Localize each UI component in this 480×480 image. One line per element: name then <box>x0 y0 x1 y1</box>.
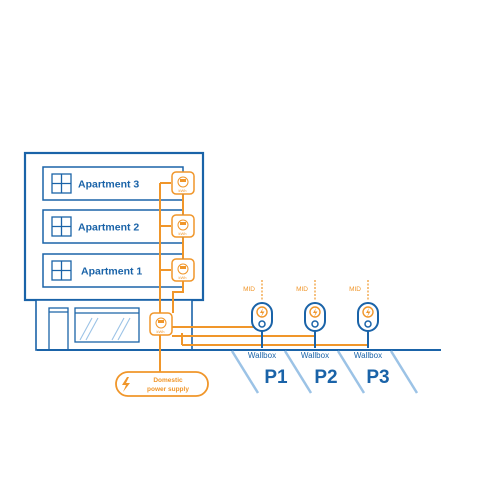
meter-apartment-2: kWh <box>171 214 195 238</box>
mid-label: MID <box>296 286 308 293</box>
ev-charger-icon <box>304 302 326 348</box>
wallbox-label: Wallbox <box>354 351 382 360</box>
ground-floor <box>35 299 193 351</box>
wallbox-label: Wallbox <box>301 351 329 360</box>
apartment-2-label: Apartment 2 <box>78 222 139 234</box>
window-icon <box>51 173 72 194</box>
lightning-icon <box>122 377 130 392</box>
window-icon <box>51 260 72 281</box>
parking-label: P3 <box>366 367 389 388</box>
parking-label: P2 <box>314 367 337 388</box>
parking-stripe <box>336 350 366 394</box>
main-meter: kWh <box>149 312 173 336</box>
door-icon <box>48 307 69 351</box>
parking-stripe <box>230 350 260 394</box>
parking-spot-p1: MID Wallbox P1 <box>243 280 288 388</box>
kwh-meter-icon <box>180 179 186 182</box>
domestic-power-supply: Domestic power supply <box>115 371 209 397</box>
meter-unit-label: kWh <box>179 188 187 193</box>
meter-apartment-1: kWh <box>171 258 195 282</box>
apartment-3-floor: Apartment 3 <box>42 166 184 201</box>
mid-label: MID <box>243 286 255 293</box>
window-icon <box>51 216 72 237</box>
apartment-3-label: Apartment 3 <box>78 179 139 191</box>
parking-stripe <box>283 350 313 394</box>
supply-label-line1: Domestic <box>153 377 183 384</box>
meter-unit-label: kWh <box>179 275 187 280</box>
mid-label: MID <box>349 286 361 293</box>
supply-label-line2: power supply <box>147 386 189 393</box>
meter-unit-label: kWh <box>179 231 187 236</box>
ev-charger-icon <box>251 302 273 348</box>
ground-line <box>37 349 441 394</box>
parking-label: P1 <box>264 367 288 388</box>
meter-unit-label: kWh <box>157 329 165 334</box>
kwh-meter-icon <box>180 266 186 269</box>
shop-window-icon <box>74 307 140 343</box>
meter-apartment-3: kWh <box>171 171 195 195</box>
apartment-1-label: Apartment 1 <box>81 266 142 278</box>
parking-stripe <box>389 350 419 394</box>
wallbox-label: Wallbox <box>248 351 276 360</box>
parking-spot-p2: MID Wallbox P2 <box>296 280 338 388</box>
parking-spot-p3: MID Wallbox P3 <box>349 280 390 388</box>
kwh-meter-icon <box>180 222 186 225</box>
kwh-meter-icon <box>158 320 164 323</box>
ev-charger-icon <box>357 302 379 348</box>
